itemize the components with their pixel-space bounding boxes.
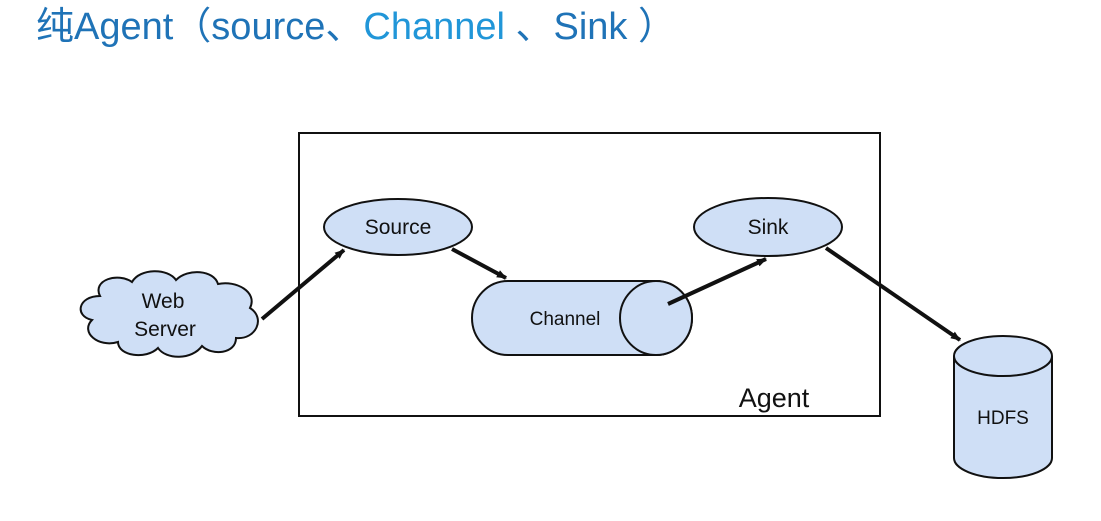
sink-label: Sink: [748, 216, 789, 239]
source-node: Source: [323, 198, 473, 256]
arrow-sink-to-hdfs: [824, 246, 962, 342]
web-server-cloud: Web Server: [79, 270, 259, 358]
web-server-label-line2: Server: [134, 318, 196, 341]
arrow-source-to-channel: [451, 247, 507, 280]
agent-box: [298, 132, 881, 417]
arrow-webserver-to-source: [260, 248, 346, 321]
title-part-3: 、Sink ）: [504, 6, 676, 48]
agent-label: Agent: [739, 383, 810, 413]
page-title: 纯Agent（source、Channel 、Sink ）: [36, 4, 676, 50]
source-label: Source: [365, 216, 432, 239]
web-server-label-line1: Web: [142, 290, 185, 313]
title-part-2: Channel: [363, 6, 505, 48]
sink-node: Sink: [693, 197, 843, 257]
arrow-channel-to-sink: [667, 257, 767, 306]
channel-node: Channel: [471, 280, 693, 356]
hdfs-node: HDFS: [953, 335, 1053, 479]
title-part-1: 纯Agent（source、: [36, 6, 364, 48]
hdfs-label: HDFS: [977, 408, 1029, 429]
channel-label: Channel: [530, 309, 601, 330]
